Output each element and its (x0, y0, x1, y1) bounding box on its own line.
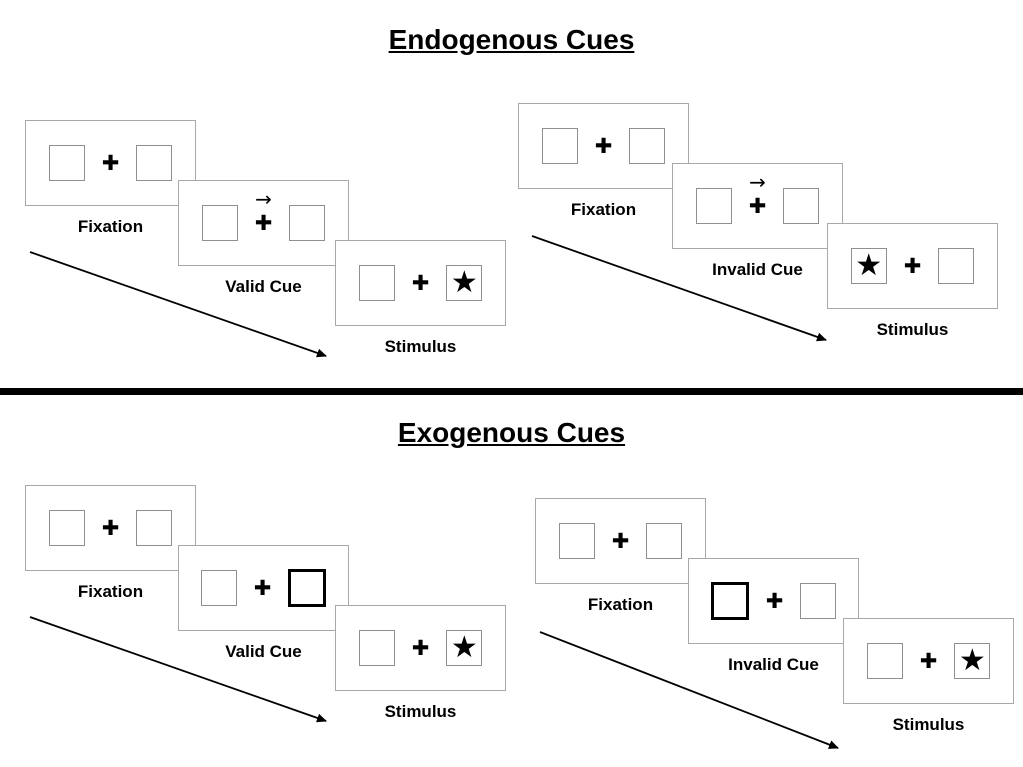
left-box (48, 510, 85, 546)
right-box (136, 145, 173, 181)
timeline-arrow-endogenous-invalid (531, 235, 827, 342)
fixation-panel: ✚ (535, 498, 706, 584)
fixation-cross: ✚ (594, 133, 613, 158)
right-box (938, 248, 975, 284)
right-box (646, 523, 683, 559)
right-box (136, 510, 173, 546)
left-box (358, 630, 395, 666)
invalid-cue-panel: ✚ (688, 558, 859, 644)
stimulus-panel: ✚ ★ (843, 618, 1014, 704)
cue-label: Valid Cue (225, 642, 302, 661)
fixation-cross: ✚ (253, 575, 272, 600)
fixation-cross: → ✚ (748, 172, 767, 218)
stimulus-panel: ✚ ★ (335, 240, 506, 326)
plus-icon: ✚ (748, 193, 767, 218)
fixation-label: Fixation (77, 217, 144, 236)
fixation-panel: ✚ (518, 103, 689, 189)
fixation-cross: ✚ (411, 635, 430, 660)
right-box (289, 205, 326, 241)
fixation-panel: ✚ (25, 120, 196, 206)
cue-box (710, 582, 749, 620)
fixation-cross: ✚ (765, 588, 784, 613)
fixation-label: Fixation (587, 595, 654, 614)
left-box (358, 265, 395, 301)
right-arrow-icon: → (255, 186, 272, 211)
valid-cue-panel: → ✚ (178, 180, 349, 266)
target-box: ★ (446, 630, 483, 666)
fixation-label: Fixation (570, 200, 637, 219)
fixation-label: Fixation (77, 582, 144, 601)
plus-icon: ✚ (254, 210, 273, 235)
endogenous-title: Endogenous Cues (388, 24, 635, 55)
timeline-arrow-exogenous-invalid (539, 631, 839, 749)
left-box (201, 205, 238, 241)
stimulus-panel: ✚ ★ (335, 605, 506, 691)
star-icon: ★ (855, 248, 883, 283)
section-divider (0, 388, 1023, 395)
plus-icon: ✚ (611, 528, 630, 553)
cue-box (288, 569, 327, 607)
cue-label: Invalid Cue (728, 655, 819, 674)
plus-icon: ✚ (594, 133, 613, 158)
plus-icon: ✚ (411, 270, 430, 295)
target-box: ★ (446, 265, 483, 301)
stimulus-label: Stimulus (876, 320, 949, 339)
plus-icon: ✚ (919, 648, 938, 673)
star-icon: ★ (450, 265, 478, 300)
left-box (866, 643, 903, 679)
exogenous-title: Exogenous Cues (397, 417, 626, 448)
stimulus-label: Stimulus (384, 702, 457, 721)
stimulus-label: Stimulus (384, 337, 457, 356)
plus-icon: ✚ (101, 150, 120, 175)
target-box: ★ (954, 643, 991, 679)
cue-label: Valid Cue (225, 277, 302, 296)
target-box: ★ (850, 248, 887, 284)
right-arrow-icon: → (749, 169, 766, 194)
fixation-cross: ✚ (919, 648, 938, 673)
valid-cue-panel: ✚ (178, 545, 349, 631)
fixation-cross: ✚ (101, 150, 120, 175)
fixation-cross: ✚ (611, 528, 630, 553)
star-icon: ★ (958, 643, 986, 678)
stimulus-panel: ★ ✚ (827, 223, 998, 309)
plus-icon: ✚ (903, 253, 922, 278)
fixation-cross: → ✚ (254, 189, 273, 235)
plus-icon: ✚ (765, 588, 784, 613)
cue-label: Invalid Cue (712, 260, 803, 279)
fixation-cross: ✚ (101, 515, 120, 540)
timeline-arrow-endogenous-valid (29, 251, 327, 358)
left-box (695, 188, 732, 224)
fixation-cross: ✚ (903, 253, 922, 278)
right-box (629, 128, 666, 164)
left-box (48, 145, 85, 181)
right-box (783, 188, 820, 224)
left-box (558, 523, 595, 559)
stimulus-label: Stimulus (892, 715, 965, 734)
fixation-cross: ✚ (411, 270, 430, 295)
plus-icon: ✚ (411, 635, 430, 660)
plus-icon: ✚ (253, 575, 272, 600)
right-box (800, 583, 837, 619)
left-box (200, 570, 237, 606)
plus-icon: ✚ (101, 515, 120, 540)
star-icon: ★ (450, 630, 478, 665)
invalid-cue-panel: → ✚ (672, 163, 843, 249)
timeline-arrow-exogenous-valid (29, 616, 327, 723)
left-box (541, 128, 578, 164)
fixation-panel: ✚ (25, 485, 196, 571)
